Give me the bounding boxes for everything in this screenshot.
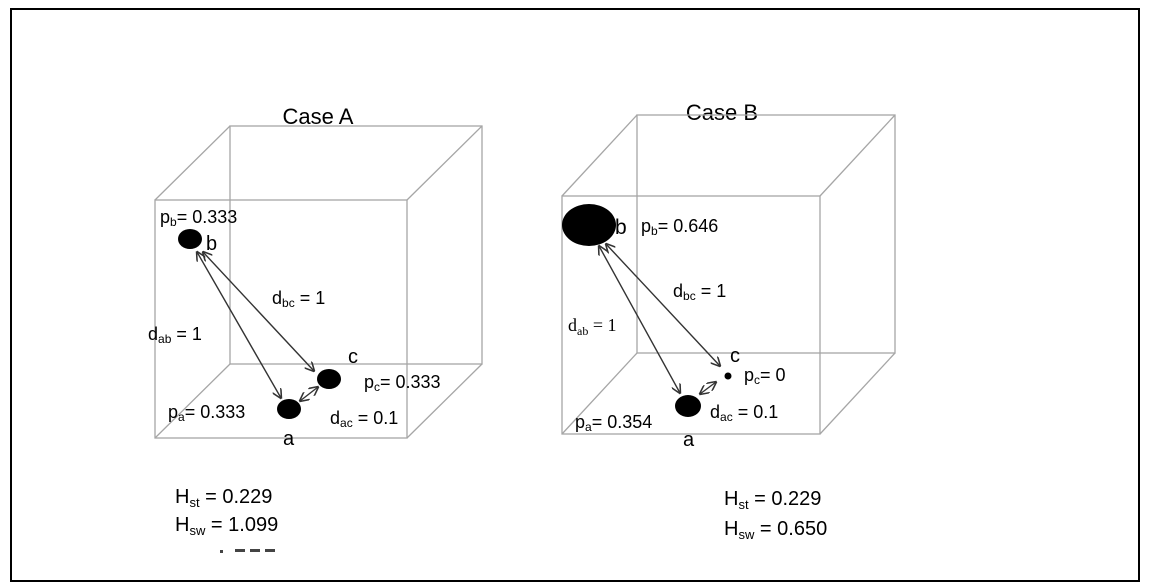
- case-b-label-a: a: [683, 429, 695, 451]
- case-b-cube-edge: [561, 114, 638, 197]
- case-b-arrow-bc: [606, 244, 720, 366]
- case-b-dist-ab: dab = 1: [568, 315, 616, 338]
- case-a-hsw: Hsw = 1.099: [175, 514, 278, 538]
- case-b-node-b: [562, 204, 616, 246]
- case-b-hst: Hst = 0.229: [724, 488, 821, 512]
- case-b-prob-c: pc= 0: [744, 365, 786, 387]
- case-a-node-b: [178, 229, 202, 249]
- case-b-label-c: c: [730, 345, 740, 367]
- case-b-title: Case B: [686, 100, 758, 125]
- case-a-label-c: c: [348, 346, 358, 368]
- case-a-title: Case A: [283, 104, 354, 129]
- case-b-diagram: Case B b a c pb= 0.646 pa= 0.354 pc= 0 d…: [561, 100, 896, 542]
- case-a-clipped-line: [220, 549, 275, 553]
- case-b-prob-b: pb= 0.646: [641, 216, 718, 238]
- case-b-arrow-ac: [700, 382, 716, 394]
- case-b-label-b: b: [615, 216, 627, 239]
- case-a-cube-edge: [406, 363, 483, 439]
- case-a-cube-edge: [406, 125, 483, 201]
- case-b-dist-ac: dac = 0.1: [710, 402, 778, 424]
- case-a-cube-edge: [154, 363, 231, 439]
- case-a-cube-front-face: [154, 199, 408, 439]
- case-a-prob-b: pb= 0.333: [160, 207, 237, 229]
- case-a-dist-bc: dbc = 1: [272, 288, 325, 310]
- case-b-node-c: [724, 372, 732, 380]
- case-a-node-c: [317, 369, 341, 389]
- case-a-dist-ac: dac = 0.1: [330, 408, 398, 430]
- case-a-label-a: a: [283, 428, 295, 450]
- case-a-label-b: b: [206, 233, 217, 255]
- case-b-prob-a: pa= 0.354: [575, 412, 652, 434]
- case-b-cube-edge: [819, 114, 896, 197]
- case-a-prob-c: pc= 0.333: [364, 372, 441, 394]
- case-a-arrow-ac: [300, 387, 318, 401]
- case-a-diagram: Case A b a c pb= 0.333 pa= 0.333 pc= 0.3…: [148, 104, 483, 553]
- case-a-cube-edge: [154, 125, 231, 201]
- case-b-cube-edge: [819, 352, 896, 435]
- case-a-arrow-bc: [203, 252, 314, 371]
- case-b-cube-front-face: [561, 195, 821, 435]
- case-a-node-a: [277, 399, 301, 419]
- case-a-dist-ab: dab = 1: [148, 324, 202, 346]
- case-a-hst: Hst = 0.229: [175, 486, 272, 510]
- case-a-prob-a: pa= 0.333: [168, 402, 245, 424]
- case-b-node-a: [675, 395, 701, 417]
- case-b-dist-bc: dbc = 1: [673, 281, 726, 303]
- case-b-hsw: Hsw = 0.650: [724, 518, 827, 542]
- case-b-cube-back-face: [636, 114, 896, 354]
- case-a-arrow-ab: [197, 252, 281, 398]
- case-b-cube: [561, 114, 896, 435]
- case-a-cube-back-face: [229, 125, 483, 365]
